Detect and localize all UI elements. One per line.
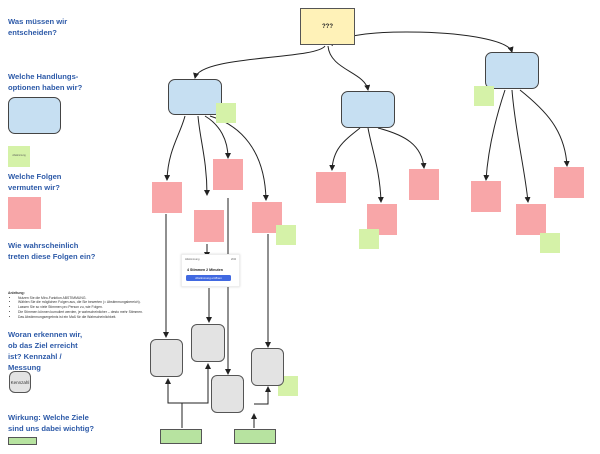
metric-node[interactable] — [191, 324, 225, 362]
instruction-item: Lassen Sie so viele Stimmen pro Person z… — [18, 305, 148, 310]
option-node-3[interactable] — [485, 52, 539, 89]
connector-o1-c2 — [197, 115, 210, 196]
vote-tag: 2/34 — [230, 258, 236, 261]
option-node-2[interactable] — [341, 91, 395, 128]
instruction-item: Nutzen Sie die Miro-Funktion ABSTIMMUNG. — [18, 296, 148, 301]
legend-consequence-box — [8, 197, 41, 229]
legend-note: Abstimmung — [8, 146, 30, 167]
consequence-note[interactable] — [213, 159, 243, 190]
connector-o3-c2 — [511, 89, 531, 203]
vote-title: Abstimmung — [185, 258, 200, 261]
probability-note[interactable] — [359, 229, 379, 249]
metric-node[interactable] — [150, 339, 183, 377]
connector-o1-c3 — [204, 115, 231, 159]
instructions-title: Anleitung: — [8, 291, 25, 295]
connector-decision-option-2 — [327, 45, 371, 91]
connector-o3-c1 — [483, 89, 506, 181]
metric-node[interactable] — [211, 375, 244, 413]
heading-measure: Woran erkennen wir, ob das Ziel erreicht… — [8, 330, 83, 372]
consequence-note[interactable] — [152, 182, 182, 213]
heading-consequences: Welche Folgen vermuten wir? — [8, 172, 62, 192]
consequence-note[interactable] — [194, 210, 224, 242]
consequence-note[interactable] — [316, 172, 346, 203]
goal-node[interactable] — [234, 429, 276, 444]
connector-g1-m2 — [182, 363, 211, 404]
probability-note[interactable] — [474, 86, 494, 106]
option-node-1[interactable] — [168, 79, 222, 115]
legend-metric-label: Kennzahl — [10, 379, 30, 385]
probability-note[interactable] — [540, 233, 560, 253]
consequence-note[interactable] — [554, 167, 584, 198]
legend-note-text: Abstimmung — [12, 154, 26, 157]
connector-decision-option-3 — [331, 31, 514, 53]
instruction-item: Die Stimmen können kumuliert werden, je … — [18, 310, 148, 315]
heading-goals: Wirkung: Welche Ziele sind uns dabei wic… — [8, 413, 95, 433]
instructions-list: Nutzen Sie die Miro-Funktion ABSTIMMUNG.… — [8, 296, 148, 320]
heading-probability: Wie wahrscheinlich treten diese Folgen e… — [8, 241, 96, 261]
open-vote-button[interactable]: Abstimmung eröffnen — [186, 275, 231, 281]
vote-count: 4 Stimmen 2 Minuten — [187, 268, 223, 272]
probability-note[interactable] — [216, 103, 236, 123]
decision-node[interactable]: ??? — [300, 8, 355, 45]
connector-decision-option-1 — [193, 45, 326, 79]
connector-g1-m1 — [165, 378, 183, 428]
metric-node[interactable] — [251, 348, 284, 386]
legend-goal-box — [8, 437, 37, 445]
consequence-note[interactable] — [409, 169, 439, 200]
connector-o2-c2 — [367, 127, 384, 203]
vote-widget[interactable]: Abstimmung 2/34 4 Stimmen 2 Minuten Abst… — [181, 254, 240, 287]
connector-o1-c1 — [164, 115, 186, 181]
instructions: Anleitung: Nutzen Sie die Miro-Funktion … — [8, 291, 148, 319]
decision-label: ??? — [322, 23, 333, 30]
connector-o2-c1 — [329, 127, 361, 171]
consequence-note[interactable] — [516, 204, 546, 235]
consequence-note[interactable] — [471, 181, 501, 212]
goal-node[interactable] — [160, 429, 202, 444]
probability-note[interactable] — [276, 225, 296, 245]
connector-o3-c3 — [519, 89, 570, 167]
legend-metric-box: Kennzahl — [9, 371, 31, 393]
vote-header: Abstimmung 2/34 — [185, 258, 236, 261]
legend-option-box — [8, 97, 61, 134]
instruction-item: Das Abstimmungsergebnis ist ein Maß für … — [18, 315, 148, 320]
heading-decide: Was müssen wir entscheiden? — [8, 17, 68, 37]
connector-o2-c3 — [377, 127, 427, 169]
heading-options: Welche Handlungs- optionen haben wir? — [8, 72, 83, 92]
instruction-item: Wählen Sie die möglichen Folgen aus, die… — [18, 300, 148, 305]
connector-g2-m4 — [254, 386, 271, 405]
